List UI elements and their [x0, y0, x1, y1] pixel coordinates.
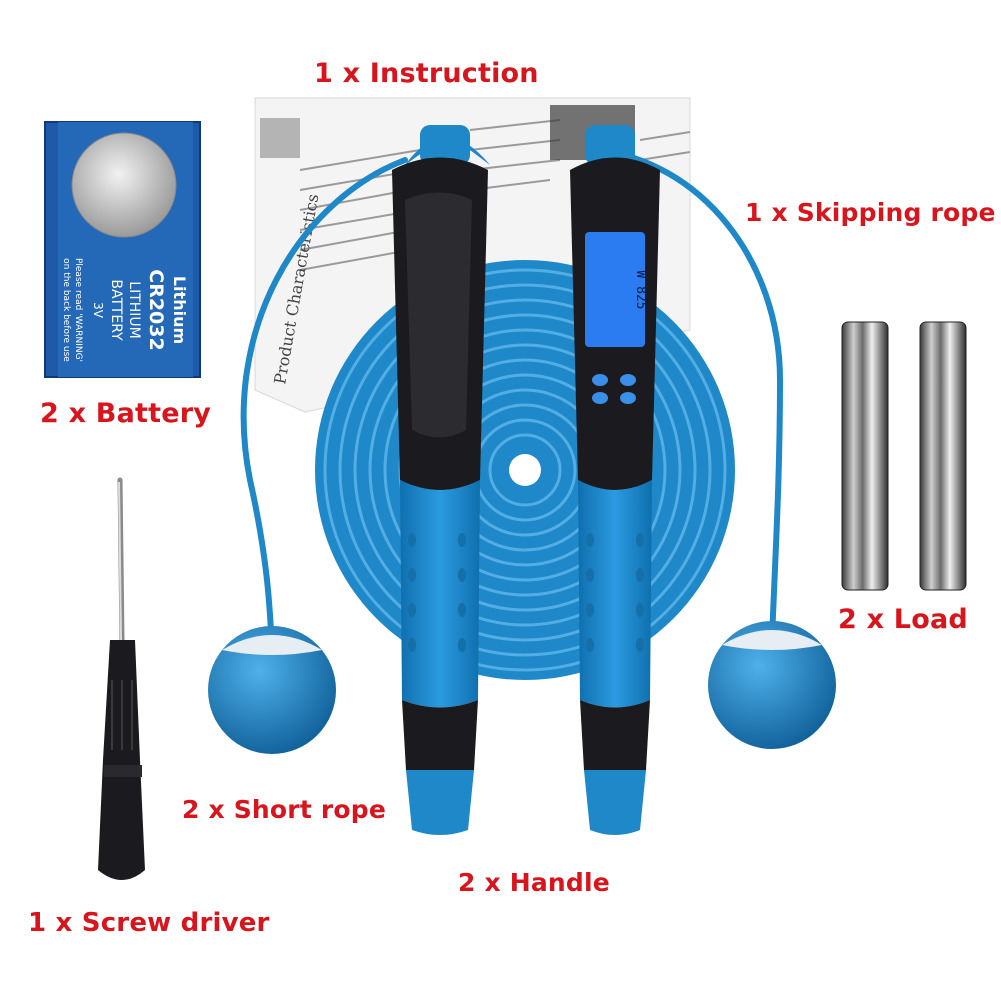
label-load: 2 x Load	[838, 604, 968, 635]
lcd-button-2	[620, 374, 636, 386]
load-rods	[841, 321, 967, 591]
skipping-rope-coil	[315, 260, 735, 680]
battery-brand: Lithium	[170, 276, 189, 344]
label-skipping-rope: 1 x Skipping rope	[745, 198, 996, 227]
handle-right: W 825	[570, 125, 660, 835]
battery-card: Lithium CR2032 LITHIUM BATTERY 3V Please…	[44, 121, 201, 378]
battery-warning-2: on the back before use	[61, 258, 71, 362]
handle-left	[392, 125, 490, 835]
screw-driver	[98, 477, 145, 880]
battery-model: CR2032	[145, 269, 167, 350]
label-battery: 2 x Battery	[40, 398, 212, 429]
label-short-rope: 2 x Short rope	[182, 795, 387, 824]
short-rope-ball-left	[208, 626, 336, 754]
lcd-button-3	[592, 392, 608, 404]
load-rod-left	[841, 321, 889, 591]
lcd-screen	[585, 232, 645, 347]
load-rod-right	[919, 321, 967, 591]
label-handle: 2 x Handle	[458, 868, 610, 897]
short-rope-ball-right	[708, 621, 836, 749]
coin-battery	[71, 132, 177, 238]
short-ropes	[240, 147, 784, 653]
lcd-button-4	[620, 392, 636, 404]
lcd-row-1: W 825	[633, 270, 648, 309]
lcd-button-1	[592, 374, 608, 386]
label-screw-driver: 1 x Screw driver	[28, 908, 270, 938]
battery-warning-1: Please read 'WARNING'	[73, 258, 83, 362]
label-instruction: 1 x Instruction	[314, 58, 539, 89]
battery-voltage: 3V	[91, 302, 105, 319]
battery-line-1: LITHIUM	[126, 281, 142, 338]
battery-line-2: BATTERY	[108, 279, 124, 341]
